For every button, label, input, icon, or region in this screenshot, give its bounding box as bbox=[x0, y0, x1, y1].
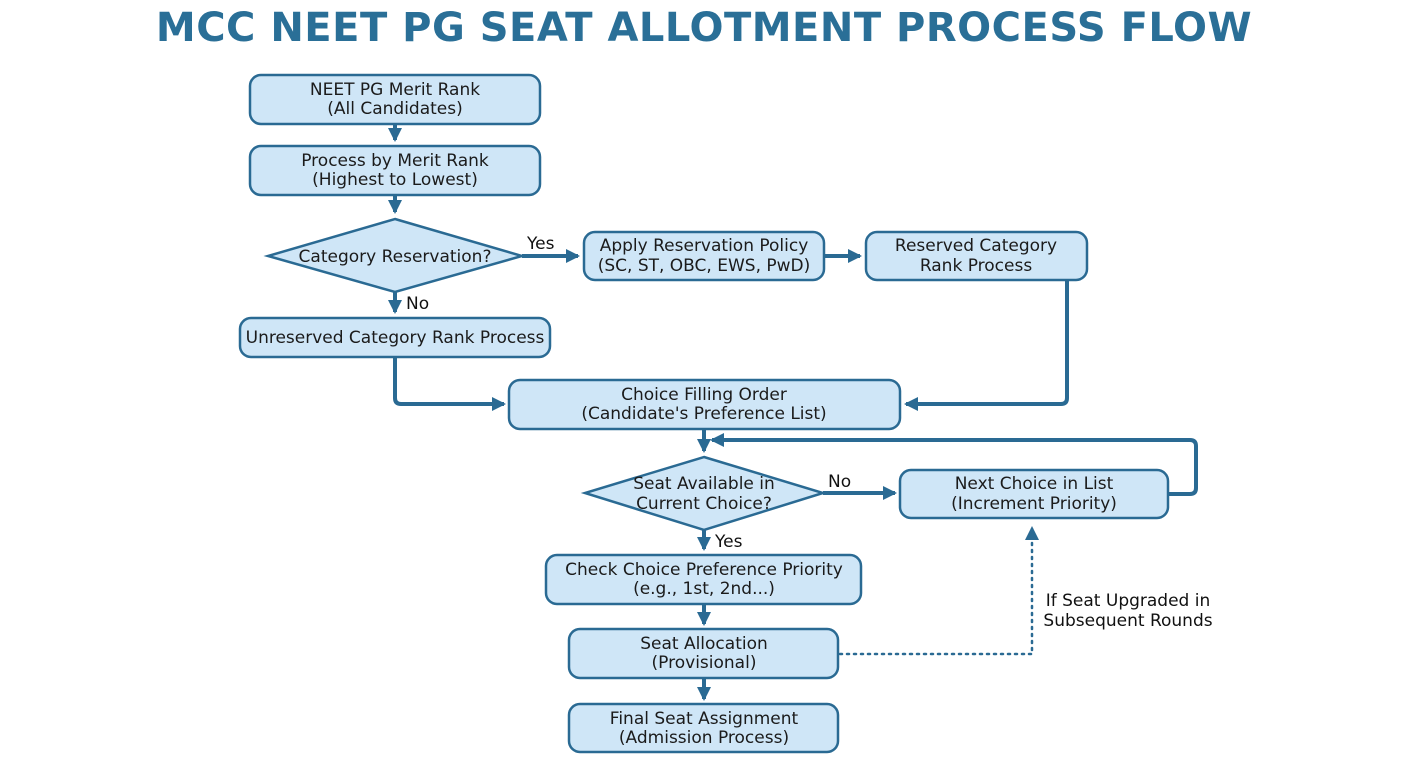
node-merit-rank-line1: NEET PG Merit Rank bbox=[310, 80, 480, 100]
node-choice-filling: Choice Filling Order (Candidate's Prefer… bbox=[507, 378, 902, 431]
node-final-assignment-line1: Final Seat Assignment bbox=[610, 709, 799, 729]
node-process-by-rank: Process by Merit Rank (Highest to Lowest… bbox=[248, 144, 542, 197]
node-final-assignment: Final Seat Assignment (Admission Process… bbox=[567, 702, 840, 754]
label-upgrade-line1: If Seat Upgraded in bbox=[1046, 591, 1211, 611]
node-merit-rank-line2: (All Candidates) bbox=[327, 99, 463, 119]
node-seat-allocation-line1: Seat Allocation bbox=[640, 634, 768, 654]
edge-unreserved-to-choice bbox=[393, 357, 506, 411]
node-reserved-rank: Reserved Category Rank Process bbox=[864, 230, 1089, 282]
node-check-priority: Check Choice Preference Priority (e.g., … bbox=[544, 553, 863, 606]
node-apply-reservation-line1: Apply Reservation Policy bbox=[600, 236, 809, 256]
node-unreserved-rank: Unreserved Category Rank Process bbox=[238, 316, 552, 359]
edge-reserved-to-choice bbox=[904, 280, 1069, 411]
node-apply-reservation-line2: (SC, ST, OBC, EWS, PwD) bbox=[598, 256, 811, 276]
node-seat-decision-line2: Current Choice? bbox=[636, 494, 772, 514]
node-process-by-rank-line1: Process by Merit Rank bbox=[301, 151, 489, 171]
node-seat-decision-line1: Seat Available in bbox=[633, 474, 775, 494]
node-seat-allocation-line2: (Provisional) bbox=[652, 653, 757, 673]
node-next-choice-line2: (Increment Priority) bbox=[951, 494, 1117, 514]
node-reserved-rank-line2: Rank Process bbox=[920, 256, 1033, 276]
node-process-by-rank-line2: (Highest to Lowest) bbox=[312, 170, 478, 190]
label-category-yes: Yes bbox=[526, 234, 555, 254]
node-next-choice-line1: Next Choice in List bbox=[955, 474, 1114, 494]
node-category-decision-line1: Category Reservation? bbox=[299, 247, 492, 267]
diagram-title: MCC NEET PG SEAT ALLOTMENT PROCESS FLOW bbox=[155, 5, 1253, 51]
node-merit-rank: NEET PG Merit Rank (All Candidates) bbox=[248, 73, 542, 126]
node-next-choice: Next Choice in List (Increment Priority) bbox=[898, 468, 1170, 520]
label-seat-no: No bbox=[828, 472, 851, 492]
node-check-priority-line2: (e.g., 1st, 2nd...) bbox=[633, 579, 775, 599]
node-choice-filling-line2: (Candidate's Preference List) bbox=[581, 404, 826, 424]
label-upgrade-line2: Subsequent Rounds bbox=[1043, 611, 1212, 631]
node-final-assignment-line2: (Admission Process) bbox=[619, 728, 789, 748]
node-check-priority-line1: Check Choice Preference Priority bbox=[565, 560, 843, 580]
node-apply-reservation: Apply Reservation Policy (SC, ST, OBC, E… bbox=[582, 230, 826, 282]
node-category-decision: Category Reservation? bbox=[263, 217, 527, 294]
label-seat-yes: Yes bbox=[714, 532, 743, 552]
node-unreserved-rank-line1: Unreserved Category Rank Process bbox=[246, 328, 545, 348]
node-reserved-rank-line1: Reserved Category bbox=[895, 236, 1057, 256]
node-choice-filling-line1: Choice Filling Order bbox=[621, 385, 787, 405]
node-seat-allocation: Seat Allocation (Provisional) bbox=[567, 627, 840, 680]
node-seat-decision: Seat Available in Current Choice? bbox=[580, 455, 828, 532]
edge-upgrade-dotted bbox=[838, 526, 1039, 656]
edges bbox=[388, 124, 1198, 701]
label-category-no: No bbox=[406, 294, 429, 314]
edge-labels: Yes No No Yes If Seat Upgraded in Subseq… bbox=[406, 234, 1213, 631]
edge-next-loop-back bbox=[710, 433, 1198, 496]
